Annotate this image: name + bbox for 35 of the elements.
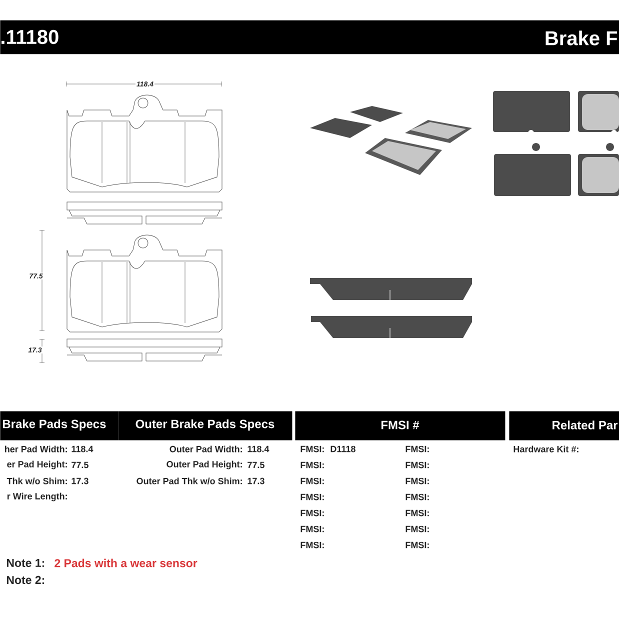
node-label: Brake Pads Specs	[3, 419, 106, 431]
title-bar: .11180 Brake F	[0, 20, 619, 54]
spec-label: Outer Pad Thk w/o Shim:	[136, 478, 242, 484]
fmsi-label: FMSI:	[406, 494, 429, 500]
fmsi-label: FMSI:	[406, 510, 429, 516]
fmsi-label: FMSI:	[300, 542, 324, 548]
header-bar: Brake Pads Specs	[0, 411, 118, 440]
spec-value: 118.4	[248, 446, 270, 452]
note-text: 2 Pads with a wear sensor	[54, 558, 198, 568]
spec-value: 118.4	[72, 446, 94, 452]
fmsi-label: FMSI:	[300, 446, 324, 452]
node-label: Outer Brake Pads Specs	[136, 419, 274, 431]
hardware-kit-label: Hardware Kit #:	[514, 446, 578, 452]
spec-label: Thk w/o Shim:	[6, 478, 67, 484]
spec-label: Outer Pad Height:	[166, 460, 242, 470]
fmsi-label: FMSI:	[300, 478, 324, 484]
spec-value: 77.5	[248, 462, 264, 468]
fmsi-label: FMSI:	[406, 462, 429, 468]
spec-value: 17.3	[248, 478, 264, 484]
fmsi-label: FMSI:	[300, 494, 324, 500]
spec-label: er Pad Height:	[7, 460, 67, 470]
spec-value: 17.3	[72, 478, 88, 484]
fmsi-label: FMSI:	[300, 510, 324, 516]
fmsi-label: FMSI:	[300, 526, 324, 532]
header-bar: Outer Brake Pads Specs	[118, 411, 292, 440]
note-label: Note 1:	[6, 559, 44, 568]
spec-value: 77.5	[72, 462, 88, 468]
note-label: Note 2:	[6, 576, 44, 584]
header-bar: Related Par	[509, 411, 619, 440]
fmsi-label: FMSI:	[300, 462, 324, 468]
header-bar: FMSI #	[295, 411, 506, 440]
spec-label: r Wire Length:	[7, 492, 67, 502]
fmsi-label: FMSI:	[406, 526, 429, 532]
fmsi-label: FMSI:	[406, 542, 429, 548]
fmsi-label: FMSI:	[406, 478, 429, 484]
